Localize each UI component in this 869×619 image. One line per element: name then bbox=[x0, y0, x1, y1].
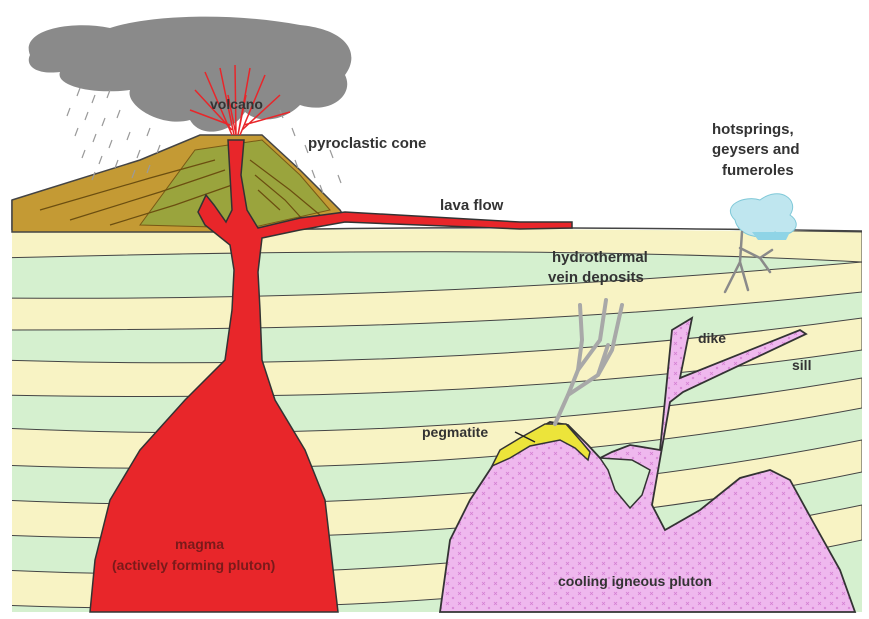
label-geysers: geysers and bbox=[712, 141, 800, 158]
label-hydrothermal: hydrothermal bbox=[552, 249, 648, 266]
label-hotsprings: hotsprings, bbox=[712, 121, 794, 138]
label-vein-deposits: vein deposits bbox=[548, 269, 644, 286]
label-fumeroles: fumeroles bbox=[722, 162, 794, 179]
ash-cloud bbox=[29, 17, 352, 132]
label-cooling-pluton: cooling igneous pluton bbox=[558, 573, 712, 589]
hotspring-pool bbox=[752, 232, 790, 240]
label-volcano: volcano bbox=[210, 96, 263, 112]
label-magma: magma bbox=[175, 536, 224, 552]
label-pyroclastic-cone: pyroclastic cone bbox=[308, 135, 426, 152]
label-pegmatite: pegmatite bbox=[422, 424, 488, 440]
steam-plume bbox=[730, 194, 796, 237]
label-magma-sub: (actively forming pluton) bbox=[112, 557, 275, 573]
pyroclastic-cone bbox=[12, 135, 345, 232]
label-lava-flow: lava flow bbox=[440, 197, 504, 214]
label-dike: dike bbox=[698, 330, 726, 346]
label-sill: sill bbox=[792, 357, 811, 373]
